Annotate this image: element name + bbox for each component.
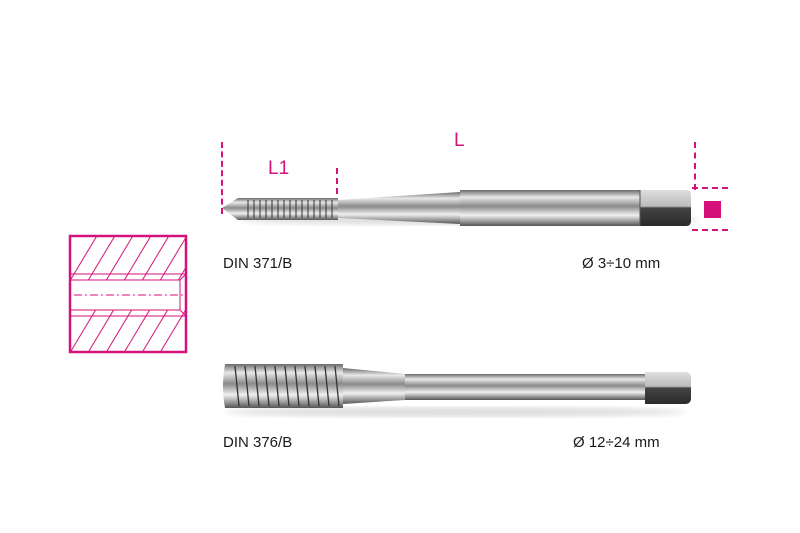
tap-din-376-image <box>223 364 691 417</box>
tap1-diameter-label: Ø 3÷10 mm <box>582 255 661 272</box>
dim-label-thread-length: L1 <box>268 158 290 179</box>
dim-line-square-bottom <box>692 229 728 231</box>
dim-line-end <box>694 142 696 190</box>
tap1-standard-label: DIN 371/B <box>223 255 293 272</box>
dim-line-tip <box>221 142 223 214</box>
through-hole-section-diagram <box>68 234 188 354</box>
tap-din-371-image <box>222 190 700 226</box>
square-drive-icon <box>704 201 721 218</box>
tap2-standard-label: DIN 376/B <box>223 434 293 451</box>
tap2-diameter-label: Ø 12÷24 mm <box>573 434 660 451</box>
dim-line-square-top <box>692 187 728 189</box>
dim-line-thread-end <box>336 168 338 194</box>
dim-label-total-length: L <box>454 130 465 151</box>
